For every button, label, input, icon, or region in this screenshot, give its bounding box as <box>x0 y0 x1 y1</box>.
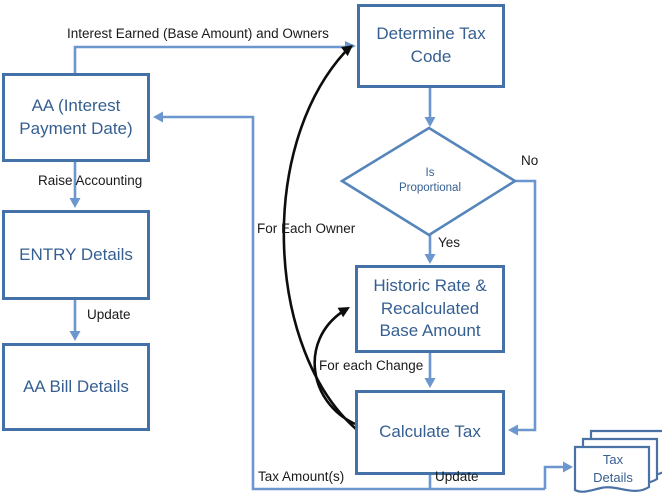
loop-for-each-owner <box>282 51 357 430</box>
edge-label-interest-earned: Interest Earned (Base Amount) and Owners <box>67 26 329 41</box>
node-label: AA Bill Details <box>23 376 129 396</box>
node-aa-bill-details: AA Bill Details <box>2 343 150 431</box>
node-label: Determine Tax Code <box>376 24 486 66</box>
edge-label-no: No <box>521 153 539 168</box>
arrowhead-into-taxdetails <box>563 461 573 473</box>
edge-bottom-line <box>161 115 545 491</box>
node-label: Historic Rate & Recalculated Base Amount <box>373 275 487 341</box>
arrowhead-historic-top <box>424 254 436 264</box>
arrowhead-calc-top <box>424 378 436 388</box>
taxdetails-multidocument <box>573 429 662 493</box>
edge-label-update-left: Update <box>87 307 131 322</box>
node-entry-details: ENTRY Details <box>2 210 150 300</box>
arrowhead-calc-right <box>508 424 518 436</box>
edge-label-for-each-change: For each Change <box>319 358 424 373</box>
node-aa-interest-payment-date: AA (Interest Payment Date) <box>2 73 150 162</box>
arrowhead-entry-top <box>69 198 81 208</box>
edge-label-update-bottom: Update <box>435 469 479 484</box>
arrowhead-aabill-top <box>69 331 81 341</box>
edge-label-raise-accounting: Raise Accounting <box>38 173 143 188</box>
taxdetails-label: Tax Details <box>593 452 633 486</box>
node-label: ENTRY Details <box>19 244 133 264</box>
node-label: AA (Interest Payment Date) <box>19 95 133 138</box>
arrowhead-diamond-top <box>424 117 436 127</box>
node-label: Calculate Tax <box>379 422 481 442</box>
node-historic-rate-recalculated-base-amount: Historic Rate & Recalculated Base Amount <box>355 265 505 353</box>
edge-label-yes: Yes <box>438 235 461 250</box>
decision-label-is-proportional: Is Proportional <box>398 167 461 194</box>
edge-update-to-taxdetails <box>543 465 565 489</box>
arrowhead-loop-owner <box>341 45 353 57</box>
node-calculate-tax: Calculate Tax <box>355 390 505 475</box>
decision-diamond <box>339 126 518 237</box>
edge-label-tax-amounts: Tax Amount(s) <box>258 469 345 484</box>
node-determine-tax-code: Determine Tax Code <box>357 4 505 88</box>
arrowhead-loop-change <box>337 307 350 318</box>
edge-no-to-calc <box>513 179 537 432</box>
edge-aa-to-dtc <box>73 45 345 73</box>
loop-for-each-change <box>313 310 356 426</box>
arrowhead-into-aa <box>153 111 163 123</box>
edge-label-for-each-owner: For Each Owner <box>257 221 356 236</box>
